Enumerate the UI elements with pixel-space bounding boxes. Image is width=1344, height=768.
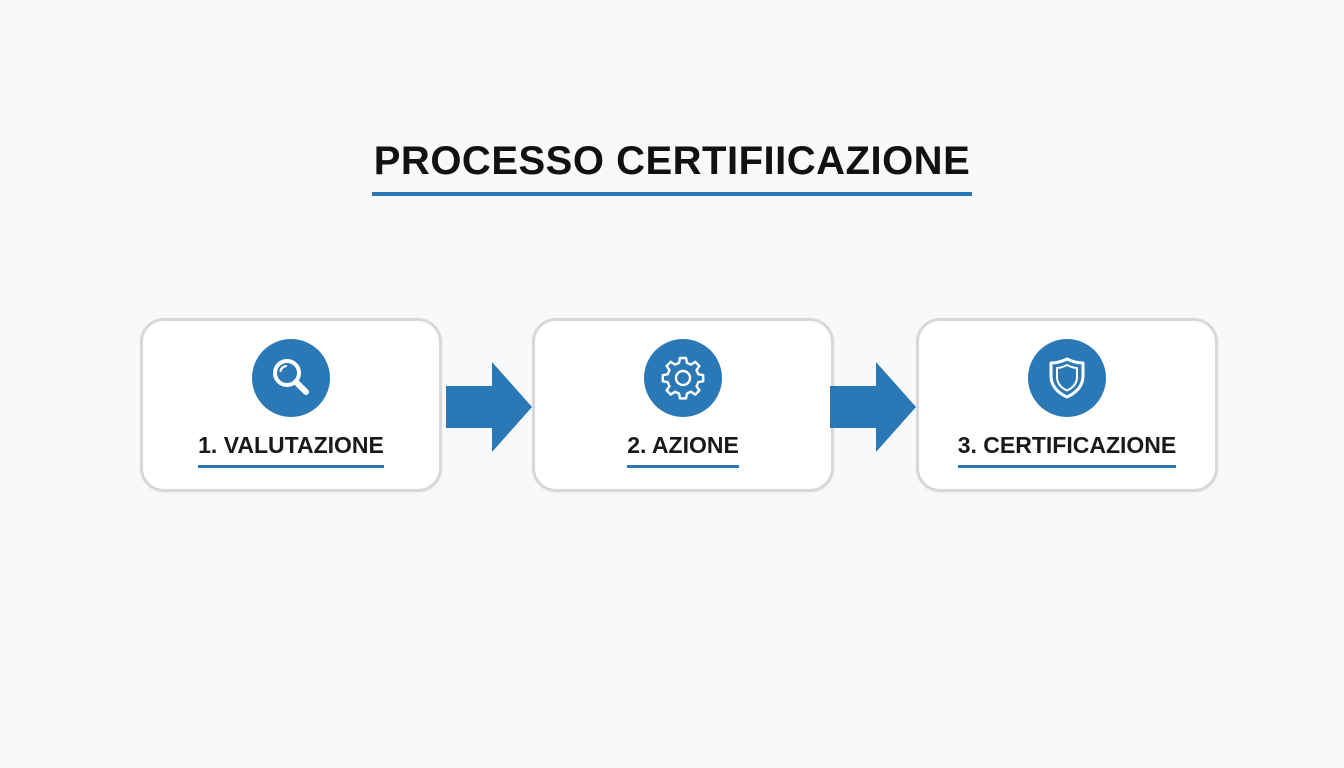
step-box-certificazione: 3. CERTIFICAZIONE <box>916 318 1218 492</box>
step-box-valutazione: 1. VALUTAZIONE <box>140 318 442 492</box>
magnifier-icon <box>252 339 330 417</box>
arrow-right-icon <box>446 362 532 452</box>
shield-icon <box>1028 339 1106 417</box>
title-container: PROCESSO CERTIFIICAZIONE <box>0 140 1344 196</box>
gear-icon <box>644 339 722 417</box>
step-label-azione: 2. AZIONE <box>627 432 739 469</box>
step-label-valutazione: 1. VALUTAZIONE <box>198 432 384 469</box>
step-box-azione: 2. AZIONE <box>532 318 834 492</box>
page-title: PROCESSO CERTIFIICAZIONE <box>371 140 973 196</box>
step-label-certificazione: 3. CERTIFICAZIONE <box>957 432 1177 469</box>
arrow-right-icon <box>830 362 916 452</box>
